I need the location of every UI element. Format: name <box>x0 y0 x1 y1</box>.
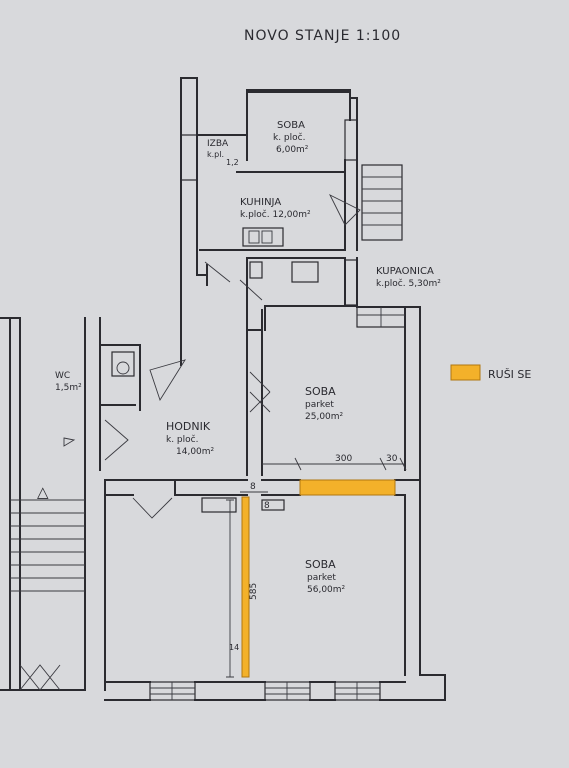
soba-small-name: SOBA <box>277 120 305 131</box>
fixtures <box>111 227 319 513</box>
dimension-texts: 300 30 8 8 585 14 <box>229 454 398 652</box>
izba-floor: k.pl. <box>207 150 224 159</box>
room-labels: SOBA k. ploč. 6,00m² IZBA k.pl. 1,2 KUHI… <box>55 120 441 595</box>
toilet-icon <box>249 261 263 279</box>
stairs-up-icon: △ <box>37 483 49 501</box>
izba-area: 1,2 <box>226 158 239 167</box>
dim-8-top: 8 <box>250 482 256 492</box>
external-stairs <box>361 164 403 241</box>
dim-585: 585 <box>249 583 259 600</box>
kupaonica-name: KUPAONICA <box>376 266 434 277</box>
soba-small-area: 6,00m² <box>276 145 309 155</box>
radiator-icon <box>201 497 237 513</box>
wc-toilet-icon <box>111 351 135 377</box>
soba-mid-area: 25,00m² <box>305 412 344 422</box>
dim-30: 30 <box>386 454 398 464</box>
legend-label: RUŠI SE <box>488 368 531 381</box>
soba-mid-name: SOBA <box>305 385 336 398</box>
sink-icon <box>291 261 319 283</box>
stove-icon <box>242 227 284 247</box>
dimension-lines <box>226 457 407 678</box>
left-staircase: △ <box>10 483 85 691</box>
wc-area: 1,5m² <box>55 383 82 393</box>
legend-swatch <box>450 364 481 381</box>
demolition-walls <box>241 479 396 678</box>
soba-small-floor: k. ploč. <box>273 132 305 143</box>
dim-14: 14 <box>229 643 239 652</box>
kuhinja-floor: k.ploč. 12,00m² <box>240 209 311 220</box>
plan-title: NOVO STANJE 1:100 <box>244 28 401 44</box>
izba-name: IZBA <box>207 139 229 149</box>
dim-300: 300 <box>335 454 352 464</box>
legend: RUŠI SE <box>450 364 531 381</box>
hodnik-floor: k. ploč. <box>166 434 198 445</box>
demolished-wall-vertical <box>241 496 250 678</box>
hodnik-name: HODNIK <box>166 420 211 433</box>
windows <box>149 119 406 701</box>
wc-name: WC <box>55 371 70 381</box>
demolished-wall-horizontal <box>299 479 396 496</box>
soba-big-floor: parket <box>307 573 336 583</box>
dim-8-bottom: 8 <box>264 501 270 511</box>
hodnik-area: 14,00m² <box>176 447 215 457</box>
kuhinja-name: KUHINJA <box>240 197 281 208</box>
soba-big-area: 56,00m² <box>307 585 346 595</box>
soba-mid-floor: parket <box>305 400 334 410</box>
kupaonica-floor: k.ploč. 5,30m² <box>376 278 441 289</box>
soba-big-name: SOBA <box>305 558 336 571</box>
doors <box>63 193 361 519</box>
